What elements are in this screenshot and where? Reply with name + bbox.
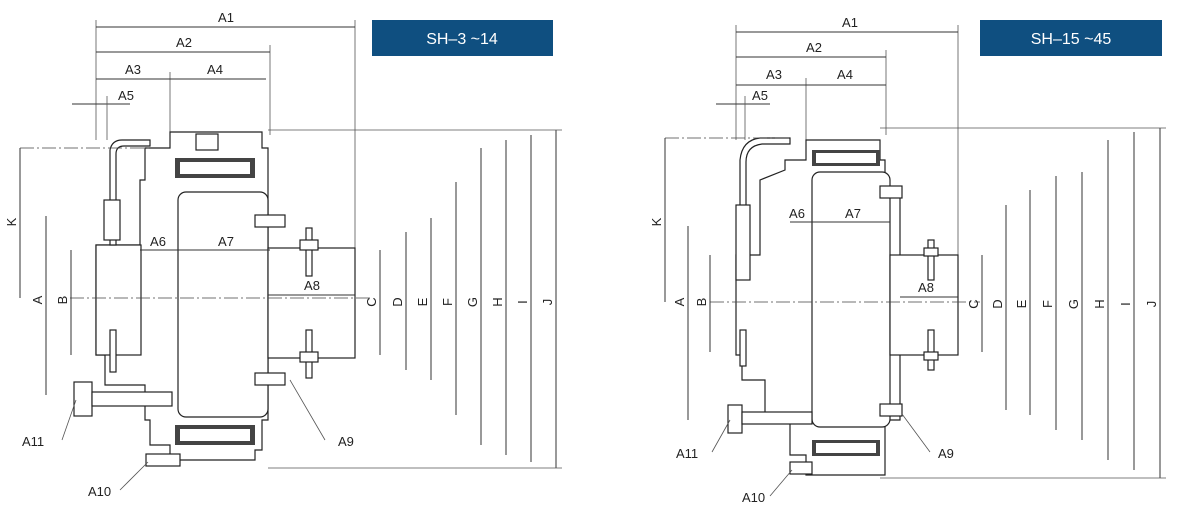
left-vertical-dims (268, 129, 562, 469)
left-model-badge-text: SH–3 ~14 (426, 31, 498, 48)
left-dim-A1: A1 (218, 10, 234, 25)
right-dim-A7: A7 (845, 206, 861, 221)
left-dim-B: B (55, 296, 70, 305)
right-model-badge (980, 20, 1162, 56)
left-callout-A9: A9 (338, 434, 354, 449)
right-bolt-A10 (789, 461, 813, 475)
left-dim-I: I (515, 300, 530, 304)
left-dim-A2: A2 (176, 35, 192, 50)
left-dim-A4: A4 (207, 62, 223, 77)
right-callout-A11: A11 (676, 446, 698, 461)
right-dim-A1: A1 (842, 15, 858, 30)
left-callout-A11: A11 (22, 434, 44, 449)
right-dim-F: F (1040, 300, 1055, 308)
left-model-badge (372, 20, 553, 56)
left-dim-A8: A8 (304, 278, 320, 293)
left-dim-A3: A3 (125, 62, 141, 77)
right-drawing: SH–15 ~45 A1 A2 A3 A4 A5 (649, 15, 1166, 505)
right-dim-H: H (1092, 299, 1107, 308)
right-dim-K: K (649, 217, 664, 226)
left-bolt-A10 (145, 453, 181, 467)
left-dim-J: J (540, 299, 555, 306)
left-drawing: SH–3 ~14 A1 A2 A3 A4 A5 (4, 10, 562, 499)
left-dim-K: K (4, 217, 19, 226)
right-dim-E: E (1014, 299, 1029, 308)
right-dim-C: C (966, 299, 981, 308)
left-dim-G: G (465, 297, 480, 307)
right-callout-A9: A9 (938, 446, 954, 461)
right-dim-B: B (694, 298, 709, 307)
left-bolt-A11 (73, 381, 93, 417)
right-bolt-A11 (727, 404, 743, 434)
right-dim-A4: A4 (837, 67, 853, 82)
left-dim-E: E (415, 297, 430, 306)
right-dim-A2: A2 (806, 40, 822, 55)
right-dim-A3: A3 (766, 67, 782, 82)
right-vertical-dims (880, 127, 1166, 479)
right-dim-G: G (1066, 299, 1081, 309)
left-dim-A7: A7 (218, 234, 234, 249)
right-dim-I: I (1118, 302, 1133, 306)
right-dim-A8: A8 (918, 280, 934, 295)
right-dim-D: D (990, 299, 1005, 308)
left-dim-F: F (440, 298, 455, 306)
right-callout-A10: A10 (742, 490, 765, 505)
left-dim-D: D (390, 297, 405, 306)
right-dim-A5: A5 (752, 88, 768, 103)
left-dim-A5: A5 (118, 88, 134, 103)
left-callout-A10: A10 (88, 484, 111, 499)
left-dim-C: C (364, 297, 379, 306)
left-dim-H: H (490, 297, 505, 306)
right-dim-A6: A6 (789, 206, 805, 221)
right-dim-A: A (672, 297, 687, 306)
right-dim-J: J (1144, 301, 1159, 308)
left-dim-A6: A6 (150, 234, 166, 249)
right-model-badge-text: SH–15 ~45 (1031, 31, 1112, 48)
left-dim-A: A (30, 295, 45, 304)
